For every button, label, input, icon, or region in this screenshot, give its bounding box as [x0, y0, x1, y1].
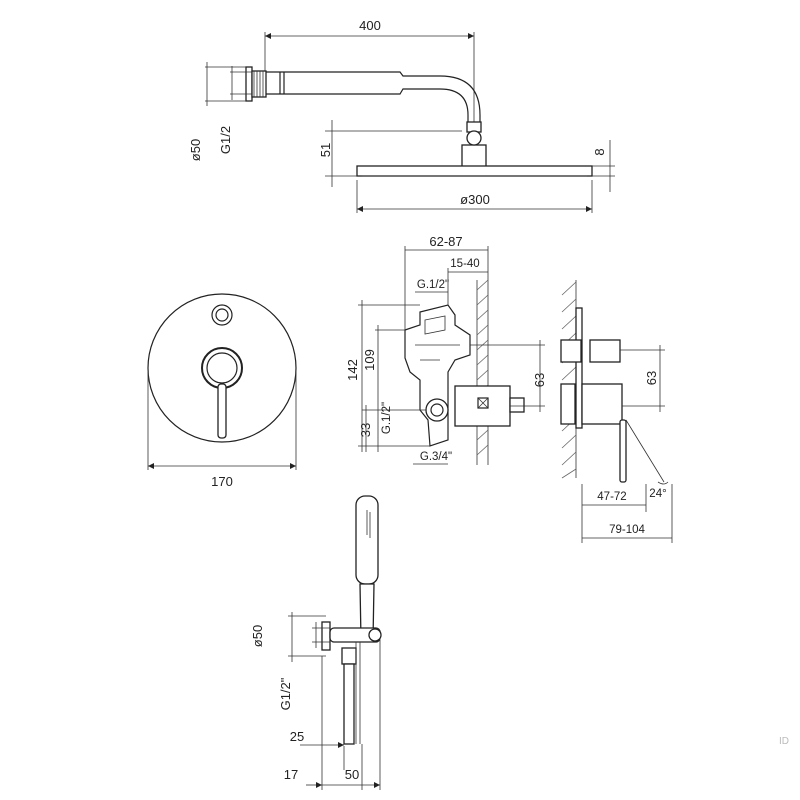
hand-shower-assembly: ø50 G1/2" 25 17 50	[250, 495, 382, 790]
dim-hand-flange-dia: ø50	[250, 625, 265, 647]
dim-depth-range2: 15-40	[450, 258, 479, 270]
dim-hand-thread: G1/2"	[278, 677, 293, 710]
dim-outlet-thread: G.1/2"	[417, 279, 449, 291]
mixer-plate-front-view: 170	[147, 293, 297, 489]
mixer-body-section: 62-87 15-40 G.1/2" 142 109 33 G.1/2" G.3…	[345, 234, 547, 465]
dim-side-63: 63	[644, 371, 659, 385]
dim-angle: 24°	[649, 488, 666, 500]
dim-height-109: 109	[362, 349, 377, 371]
dim-hand-17: 17	[284, 767, 298, 782]
mixer-side-view: 63 47-72 24° 79-104	[560, 280, 673, 543]
dim-hand-50: 50	[345, 767, 359, 782]
dim-mid-thread: G.1/2"	[381, 402, 393, 434]
dim-total: 79-104	[609, 524, 645, 536]
dim-depth-range: 62-87	[429, 234, 462, 249]
dim-projection: 47-72	[597, 491, 626, 503]
watermark: ID	[779, 736, 789, 747]
dim-head-dia: ø300	[460, 192, 490, 207]
dim-inlet-thread: G.3/4"	[420, 451, 452, 463]
dim-offset-63: 63	[532, 373, 547, 387]
dim-hand-25: 25	[290, 729, 304, 744]
dim-flange-dia: ø50	[188, 139, 203, 161]
dim-height-33: 33	[358, 423, 373, 437]
dim-height-total: 142	[345, 359, 360, 381]
dim-plate-width: 170	[211, 474, 233, 489]
dim-arm-thread: G1/2	[218, 126, 233, 154]
dim-drop: 51	[318, 143, 333, 157]
shower-head-assembly: 400 ø50 G1/2 51	[188, 18, 615, 213]
dim-arm-length: 400	[359, 18, 381, 33]
dim-thickness: 8	[592, 148, 607, 155]
